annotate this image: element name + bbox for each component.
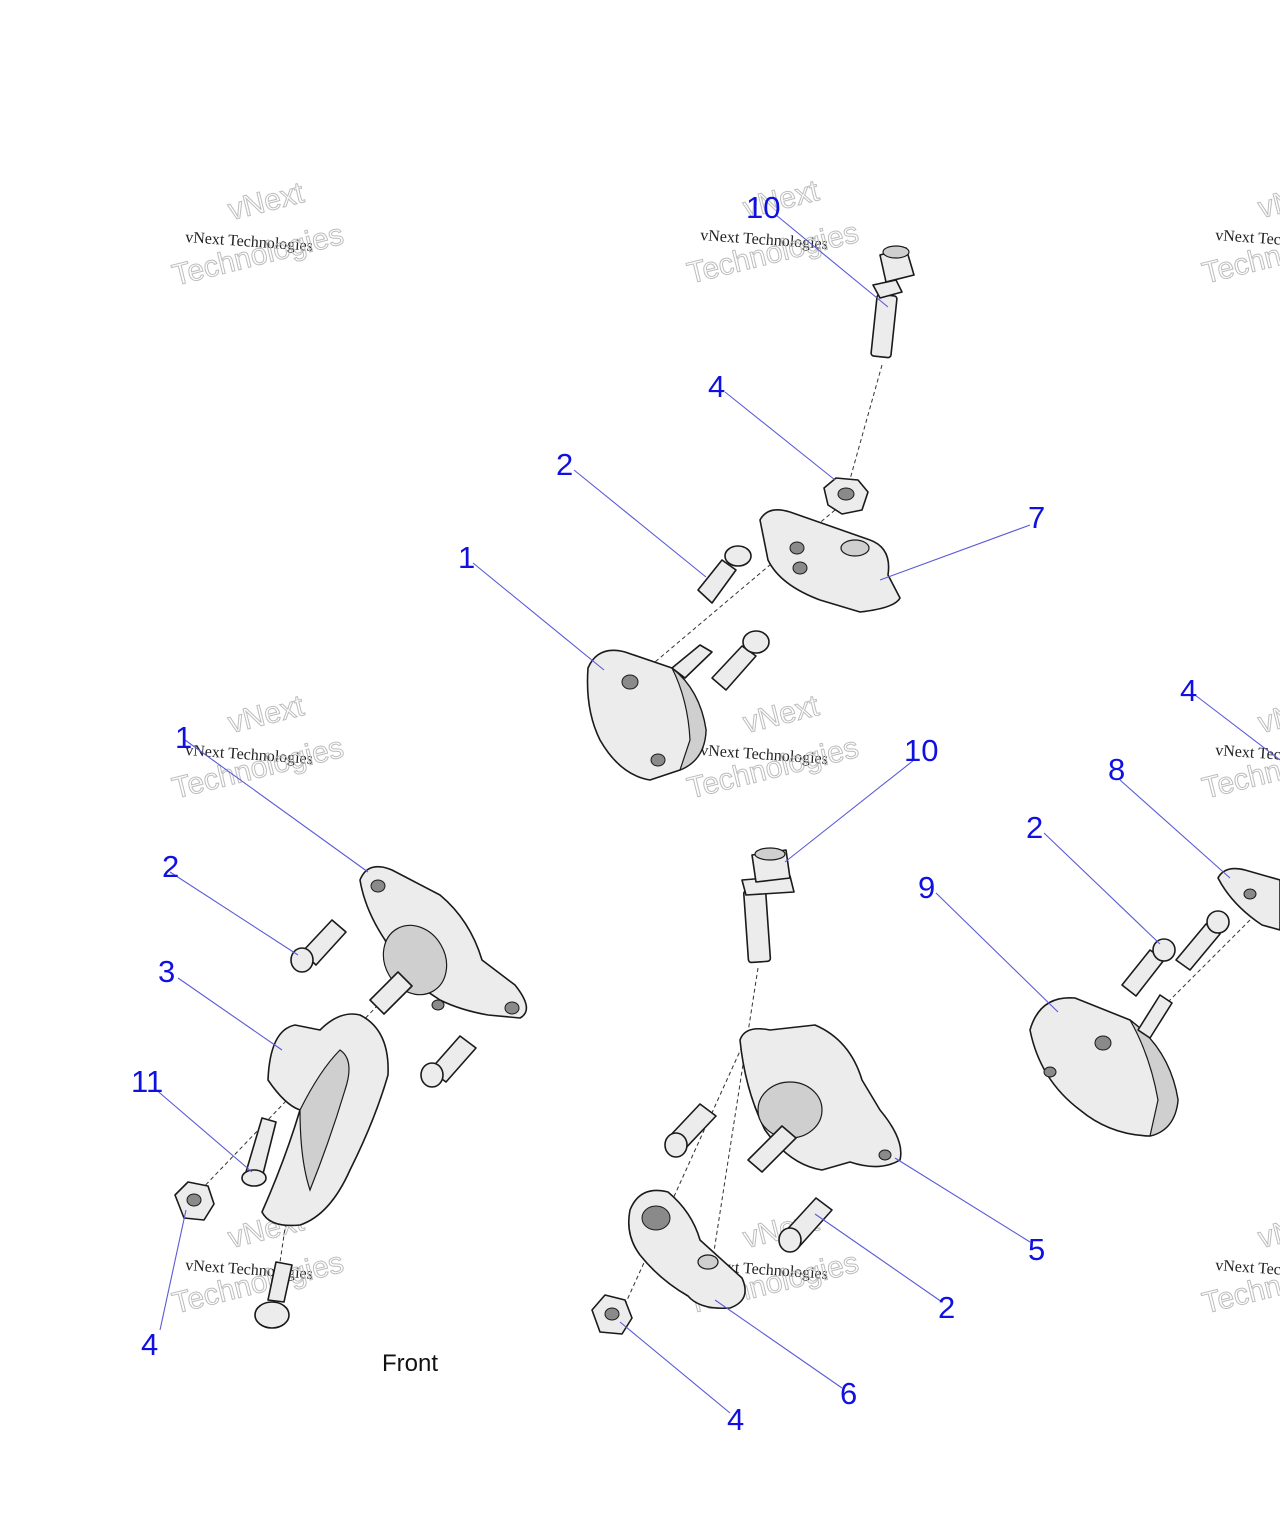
front-label: Front bbox=[382, 1350, 438, 1377]
svg-text:vNext: vNext bbox=[1255, 1204, 1280, 1255]
callout-2-left: 2 bbox=[162, 849, 179, 884]
callout-4-left: 4 bbox=[141, 1327, 158, 1362]
callouts: 10 4 2 7 1 4 1 10 8 2 2 9 3 11 5 2 4 6 4 bbox=[131, 190, 1197, 1437]
callout-9: 9 bbox=[918, 870, 935, 905]
shaft-5 bbox=[747, 1125, 797, 1173]
pin-11 bbox=[241, 1117, 277, 1187]
bolt-10-top bbox=[870, 245, 915, 359]
nut-4-top bbox=[823, 477, 869, 515]
callout-4-bottom: 4 bbox=[727, 1402, 744, 1437]
svg-text:Technologies: Technologies bbox=[1199, 1246, 1280, 1320]
svg-text:Technologies: Technologies bbox=[1199, 731, 1280, 805]
pin-2-mid-a bbox=[664, 1103, 717, 1158]
plate-8 bbox=[1217, 867, 1280, 931]
svg-text:Technologies: Technologies bbox=[1199, 216, 1280, 290]
callout-10-mid: 10 bbox=[904, 733, 938, 768]
callout-6: 6 bbox=[840, 1376, 857, 1411]
leader-lines bbox=[153, 214, 1280, 1414]
callout-1-left: 1 bbox=[175, 720, 192, 755]
pin-2-left-a bbox=[290, 919, 347, 973]
watermark-9: vNext vNext Technologies Technologies bbox=[1198, 1204, 1280, 1321]
pin-2-left-b bbox=[420, 1035, 477, 1088]
watermark-3: vNext vNext Technologies Technologies bbox=[1198, 174, 1280, 291]
assembly-axes bbox=[195, 364, 1251, 1321]
plate-7 bbox=[759, 509, 901, 613]
pin-lower-left bbox=[254, 1261, 293, 1329]
svg-text:vNext: vNext bbox=[1255, 174, 1280, 225]
watermark-6: vNext vNext Technologies Technologies bbox=[1198, 689, 1280, 806]
svg-text:vNext: vNext bbox=[1255, 689, 1280, 740]
pin-2-top-a bbox=[697, 545, 752, 604]
callout-4-right: 4 bbox=[1180, 673, 1197, 708]
callout-2-bottom: 2 bbox=[938, 1290, 955, 1325]
hook-3 bbox=[261, 1013, 389, 1227]
callout-2-right: 2 bbox=[1026, 810, 1043, 845]
svg-text:vNext: vNext bbox=[225, 689, 308, 740]
pin-2-mid-b bbox=[778, 1197, 833, 1253]
callout-2-top: 2 bbox=[556, 447, 573, 482]
shaft-9 bbox=[1137, 994, 1173, 1039]
shaft-left bbox=[369, 971, 413, 1015]
callout-5: 5 bbox=[1028, 1232, 1045, 1267]
pin-2-right-a bbox=[1121, 938, 1176, 997]
pin-2-right-b bbox=[1175, 910, 1230, 971]
bolt-10-mid bbox=[741, 847, 795, 964]
watermark-2: vNext vNext Technologies Technologies bbox=[683, 174, 862, 291]
svg-text:vNext: vNext bbox=[225, 176, 308, 227]
pin-2-top-b bbox=[711, 630, 770, 691]
nut-4-left bbox=[174, 1181, 215, 1221]
callout-4-top: 4 bbox=[708, 369, 725, 404]
callout-1-top: 1 bbox=[458, 540, 475, 575]
callout-11: 11 bbox=[131, 1064, 163, 1099]
svg-text:vNext: vNext bbox=[740, 689, 823, 740]
callout-7: 7 bbox=[1028, 500, 1045, 535]
bracket-1-top bbox=[586, 644, 713, 781]
callout-8: 8 bbox=[1108, 752, 1125, 787]
callout-10-top: 10 bbox=[746, 190, 780, 225]
callout-3: 3 bbox=[158, 954, 175, 989]
clevis-6 bbox=[627, 1189, 746, 1310]
watermark-1: vNext vNext Technologies Technologies bbox=[168, 176, 347, 293]
nut-4-bottom bbox=[591, 1294, 633, 1335]
